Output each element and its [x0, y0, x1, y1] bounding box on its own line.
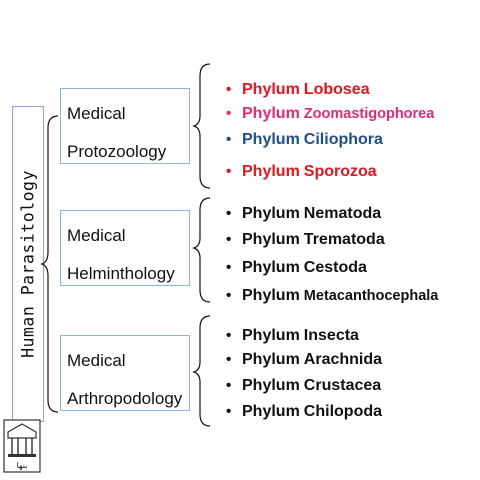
phylum-name: Insecta [303, 327, 359, 344]
bullet-icon: • [226, 377, 232, 394]
phylum-name: Ciliophora [303, 131, 383, 148]
phylum-name: Chilopoda [303, 403, 383, 420]
brace-arthropodology [192, 315, 211, 427]
phylum-prefix: Phylum [242, 81, 300, 98]
brace-protozoology [192, 63, 211, 189]
bullet-icon: • [226, 351, 232, 368]
phylum-prefix: Phylum [242, 377, 300, 394]
phylum-prefix: Phylum [242, 163, 300, 180]
phylum-name: Nematoda [303, 205, 382, 222]
category-line2: Helminthology [67, 264, 175, 283]
phylum-prefix: Phylum [242, 259, 300, 276]
category-line2: Arthropodology [67, 389, 183, 408]
phylum-name: Arachnida [303, 351, 383, 368]
bullet-icon: • [226, 259, 232, 276]
category-line1: Medical [67, 104, 126, 123]
root-node-box [12, 106, 44, 422]
bullet-icon: • [226, 287, 232, 304]
phylum-name: Metacanthocephala [303, 288, 439, 304]
category-box-helminthology: Medical Helminthology [60, 210, 190, 286]
bullet-icon: • [226, 231, 232, 248]
phylum-prefix: Phylum [242, 205, 300, 222]
phylum-prefix: Phylum [242, 105, 300, 122]
phylum-prefix: Phylum [242, 131, 300, 148]
category-line2: Protozoology [67, 142, 167, 161]
phylum-name: Trematoda [303, 231, 385, 248]
bullet-icon: • [226, 327, 232, 344]
phylum-prefix: Phylum [242, 231, 300, 248]
bullet-icon: • [226, 163, 232, 180]
phylum-name: Cestoda [303, 259, 367, 276]
category-box-arthropodology: Medical Arthropodology [60, 335, 190, 411]
bullet-icon: • [226, 81, 232, 98]
logo-text: بنها [17, 461, 28, 470]
phylum-prefix: Phylum [242, 287, 300, 304]
category-line1: Medical [67, 351, 126, 370]
brace-helminthology [192, 197, 211, 303]
phylum-prefix: Phylum [242, 327, 300, 344]
root-brace [40, 115, 59, 413]
phylum-prefix: Phylum [242, 403, 300, 420]
bullet-icon: • [226, 105, 232, 122]
category-box-protozoology: Medical Protozoology [60, 88, 190, 164]
phylum-prefix: Phylum [242, 351, 300, 368]
category-line1: Medical [67, 226, 126, 245]
bullet-icon: • [226, 403, 232, 420]
phylum-name: Lobosea [303, 81, 370, 98]
bullet-icon: • [226, 131, 232, 148]
bullet-icon: • [226, 205, 232, 222]
university-logo-icon: بنها [3, 419, 41, 473]
phylum-name: Zoomastigophorea [303, 106, 435, 122]
phylum-name: Crustacea [303, 377, 382, 394]
phylum-name: Sporozoa [303, 163, 377, 180]
